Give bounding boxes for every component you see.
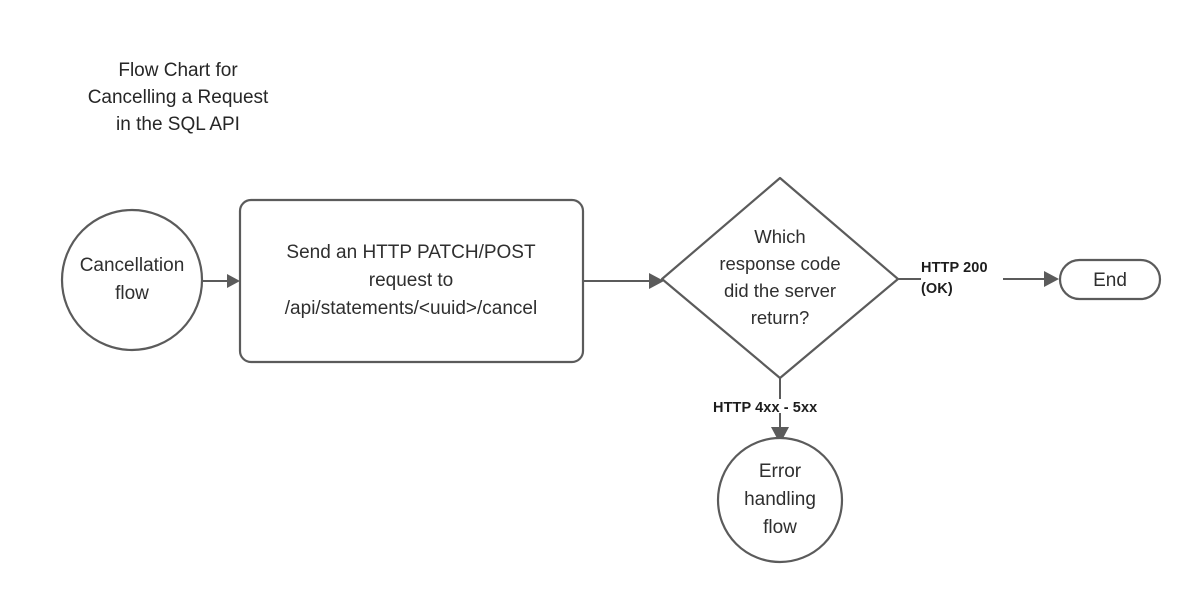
edge-label-http-4xx-5xx: HTTP 4xx - 5xx: [713, 400, 817, 416]
edge-label-http-200-line-1: HTTP 200: [921, 260, 988, 276]
node-decision-line-4: return?: [751, 307, 810, 328]
node-decision[interactable]: Which response code did the server retur…: [660, 176, 900, 380]
node-cancellation-flow[interactable]: Cancellation flow: [60, 208, 204, 352]
node-end-shape: [1058, 258, 1162, 301]
edge-decision-to-error-arrowhead: [771, 427, 789, 444]
edge-decision-to-error: HTTP 4xx - 5xx: [713, 378, 817, 444]
node-end-label: End: [1093, 270, 1127, 291]
node-error-handling-flow[interactable]: Error handling flow: [716, 436, 844, 564]
node-decision-shape: [660, 176, 900, 380]
node-decision-line-1: Which: [754, 226, 805, 247]
node-error-handling-flow-line-1: Error: [759, 461, 802, 482]
node-error-handling-flow-line-2: handling: [744, 489, 816, 510]
node-end[interactable]: End: [1058, 258, 1162, 301]
edge-decision-to-end-arrowhead: [1044, 271, 1059, 287]
node-decision-line-3: did the server: [724, 280, 836, 301]
edge-start-to-send-request: [202, 274, 240, 288]
edge-send-request-to-decision: [583, 273, 664, 289]
chart-title: Flow Chart for Cancelling a Request in t…: [88, 60, 269, 135]
node-cancellation-flow-shape: [60, 208, 204, 352]
node-error-handling-flow-line-3: flow: [763, 517, 797, 538]
chart-title-line-3: in the SQL API: [116, 114, 240, 135]
edge-start-to-send-request-arrowhead: [227, 274, 240, 288]
chart-title-line-2: Cancelling a Request: [88, 87, 269, 108]
node-send-request-line-3: /api/statements/<uuid>/cancel: [285, 298, 537, 319]
chart-title-line-1: Flow Chart for: [118, 60, 238, 81]
node-cancellation-flow-line-1: Cancellation: [80, 255, 185, 276]
edge-send-request-to-decision-arrowhead: [649, 273, 664, 289]
node-send-request-line-1: Send an HTTP PATCH/POST: [286, 242, 536, 263]
edge-label-http-200-line-2: (OK): [921, 281, 953, 297]
edge-decision-to-end: HTTP 200 (OK): [898, 260, 1059, 297]
node-send-request[interactable]: Send an HTTP PATCH/POST request to /api/…: [238, 198, 585, 364]
node-error-handling-flow-shape: [716, 436, 844, 564]
node-decision-line-2: response code: [719, 253, 840, 274]
node-cancellation-flow-line-2: flow: [115, 283, 149, 304]
node-send-request-line-2: request to: [369, 270, 454, 291]
